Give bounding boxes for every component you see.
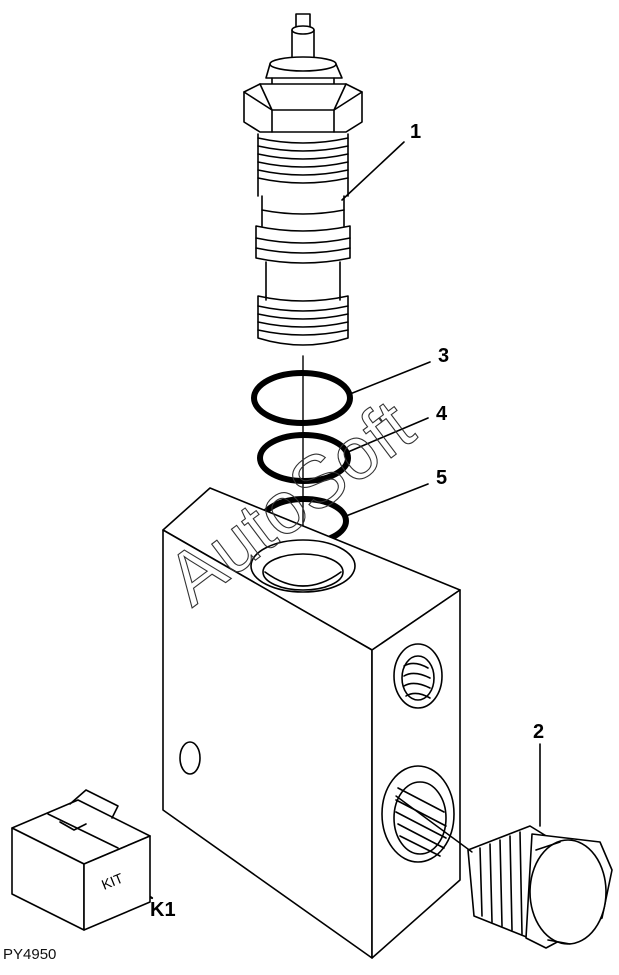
cartridge-valve-part [243, 13, 363, 346]
callout-1: 1 [410, 121, 421, 143]
kit-callout: K1 [150, 899, 176, 921]
callout-3: 3 [438, 345, 449, 367]
kit-box-label: KIT [99, 870, 126, 893]
callout-4: 4 [436, 403, 448, 425]
callout-5: 5 [436, 467, 447, 489]
kit-box [11, 789, 151, 931]
o-ring-3 [251, 370, 353, 426]
leader-1 [341, 141, 405, 201]
figure-id: PY4950 [3, 946, 57, 963]
callout-2: 2 [533, 721, 544, 743]
valve-block [162, 487, 461, 959]
o-ring-4 [257, 432, 351, 484]
leader-5 [345, 483, 429, 517]
leader-3 [349, 361, 431, 395]
plug-centerline [395, 795, 473, 853]
leader-4 [347, 417, 429, 453]
plug-part [467, 825, 613, 949]
